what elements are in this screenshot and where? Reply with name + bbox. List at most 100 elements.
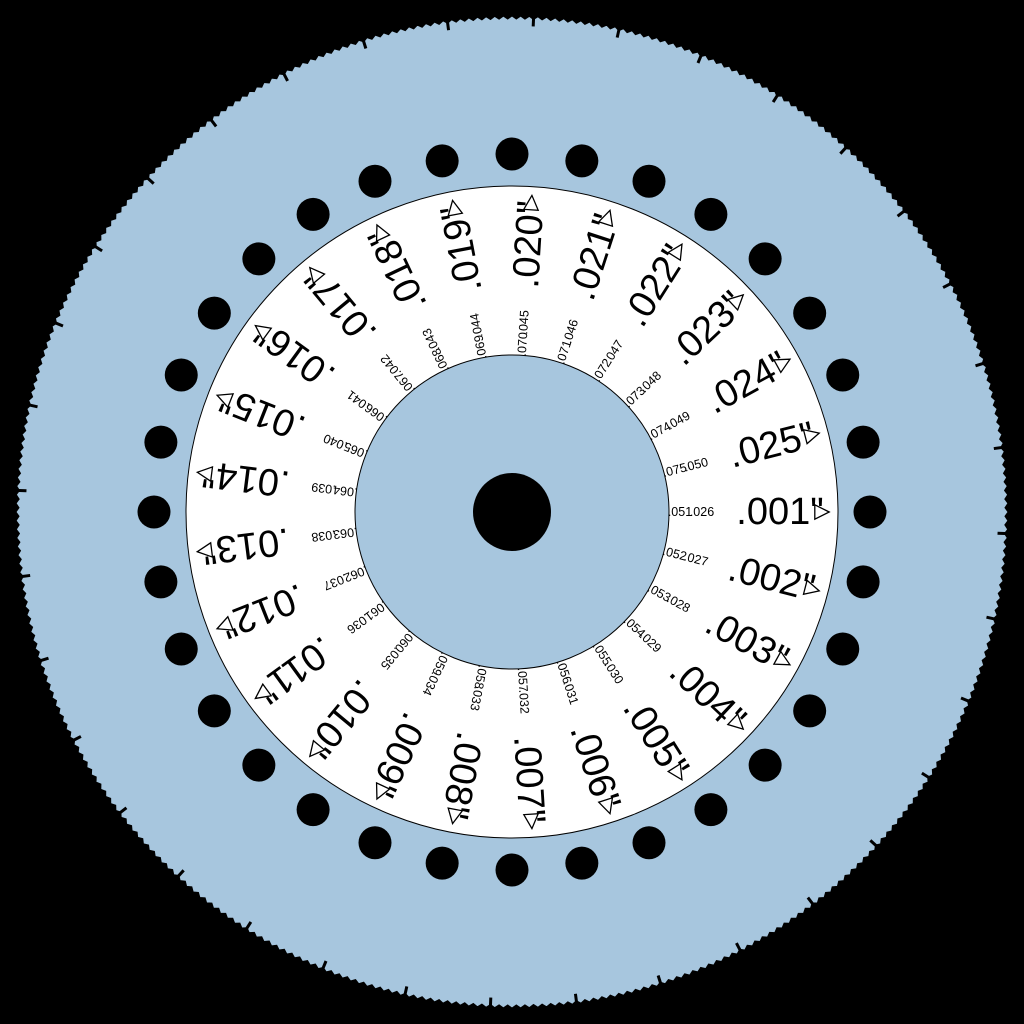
indexing-hole[interactable]: [846, 425, 880, 459]
indexing-hole[interactable]: [846, 565, 880, 599]
rim-notch: [52, 320, 64, 328]
rim-notch: [26, 402, 38, 409]
indexing-hole[interactable]: [694, 793, 728, 827]
triangle-pointer-icon: [447, 807, 464, 826]
inner-minor-label: .064: [332, 482, 358, 499]
rim-notch: [615, 26, 622, 38]
triangle-pointer-icon: [802, 579, 821, 596]
rim-notch: [896, 208, 908, 218]
triangle-pointer-icon: [597, 208, 614, 228]
rim-notch: [144, 175, 155, 185]
rim-notch: [921, 771, 932, 781]
outer-minor-label: .033: [467, 685, 485, 712]
triangle-pointer-icon: [522, 813, 540, 831]
indexing-hole[interactable]: [748, 748, 782, 782]
triangle-pointer-icon: [726, 712, 745, 731]
rim-notch: [19, 573, 31, 579]
rim-notch: [402, 986, 409, 998]
rim-notch: [573, 993, 579, 1005]
indexing-hole[interactable]: [137, 495, 171, 529]
rim-notch: [993, 445, 1005, 451]
inner-minor-label: .063: [332, 525, 358, 542]
major-size-label: .020": [505, 200, 552, 290]
rim-notch: [839, 144, 849, 155]
center-hole[interactable]: [473, 473, 551, 551]
rim-notch: [771, 92, 781, 103]
triangle-pointer-icon: [814, 503, 831, 521]
indexing-hole[interactable]: [748, 242, 782, 276]
triangle-pointer-icon: [802, 428, 821, 445]
indexing-hole[interactable]: [425, 846, 459, 880]
indexing-holes: [137, 137, 887, 887]
indexing-hole[interactable]: [296, 197, 330, 231]
triangle-pointer-icon: [597, 796, 614, 816]
rim-notch: [116, 806, 128, 816]
indexing-hole[interactable]: [425, 144, 459, 178]
indexing-hole[interactable]: [565, 144, 599, 178]
rim-notch: [975, 361, 987, 368]
indexing-hole[interactable]: [694, 197, 728, 231]
major-size-label: .001": [736, 491, 823, 533]
indexing-hole[interactable]: [495, 853, 529, 887]
triangle-pointer-icon: [195, 541, 214, 559]
rim-notch: [243, 921, 253, 932]
indexing-hole[interactable]: [793, 694, 827, 728]
triangle-pointer-icon: [726, 293, 745, 312]
indexing-hole[interactable]: [853, 495, 887, 529]
rim-notch: [37, 656, 49, 663]
rim-notch: [656, 975, 663, 987]
rim-notch: [70, 735, 82, 743]
rim-notch: [208, 116, 218, 128]
inner-minor-label: .058: [471, 664, 489, 691]
rim-notch: [281, 70, 289, 82]
outer-minor-label: .039: [311, 480, 337, 497]
rim-notch: [869, 839, 880, 849]
major-size-label: .007": [505, 735, 552, 825]
triangle-pointer-icon: [666, 762, 683, 782]
rim-notch: [445, 19, 451, 31]
triangle-pointer-icon: [375, 223, 391, 243]
inner-minor-label: .057: [515, 667, 531, 692]
triangle-pointer-icon: [195, 465, 214, 483]
indexing-hole[interactable]: [144, 565, 178, 599]
indexing-hole[interactable]: [242, 748, 276, 782]
indexing-hole[interactable]: [144, 425, 178, 459]
indexing-hole[interactable]: [565, 846, 599, 880]
triangle-pointer-icon: [254, 682, 273, 700]
indexing-hole[interactable]: [826, 632, 860, 666]
outer-minor-label: .050: [682, 455, 709, 475]
indexing-hole[interactable]: [164, 358, 198, 392]
indexing-hole[interactable]: [495, 137, 529, 171]
triangle-pointer-icon: [522, 193, 540, 211]
outer-minor-label: .044: [467, 312, 485, 339]
outer-minor-label: .027: [682, 549, 709, 569]
inner-minor-label: .070: [515, 332, 531, 357]
indexing-hole[interactable]: [358, 826, 392, 860]
indexing-hole[interactable]: [793, 296, 827, 330]
inner-minor-label: .051: [668, 505, 692, 519]
outer-minor-label: .032: [516, 689, 532, 714]
indexing-hole[interactable]: [242, 242, 276, 276]
outer-minor-label: .045: [516, 310, 532, 335]
rim-notches: [15, 15, 1009, 1009]
triangle-pointer-icon: [215, 393, 235, 409]
indexing-hole[interactable]: [632, 826, 666, 860]
rim-notch: [942, 281, 954, 289]
rim-notch: [986, 615, 998, 622]
indexing-hole[interactable]: [826, 358, 860, 392]
triangle-pointer-icon: [772, 650, 792, 666]
triangle-pointer-icon: [254, 324, 273, 342]
inner-minor-label: .075: [661, 460, 688, 480]
triangle-pointer-icon: [772, 358, 792, 374]
rim-notch: [960, 696, 972, 704]
rim-notch: [175, 869, 185, 880]
indexing-hole[interactable]: [296, 793, 330, 827]
indexing-hole[interactable]: [632, 164, 666, 198]
rim-notch: [735, 942, 743, 954]
rim-notch: [696, 52, 704, 64]
indexing-hole[interactable]: [197, 296, 231, 330]
indexing-hole[interactable]: [164, 632, 198, 666]
indexing-hole[interactable]: [197, 694, 231, 728]
rim-notch: [320, 960, 328, 972]
indexing-hole[interactable]: [358, 164, 392, 198]
